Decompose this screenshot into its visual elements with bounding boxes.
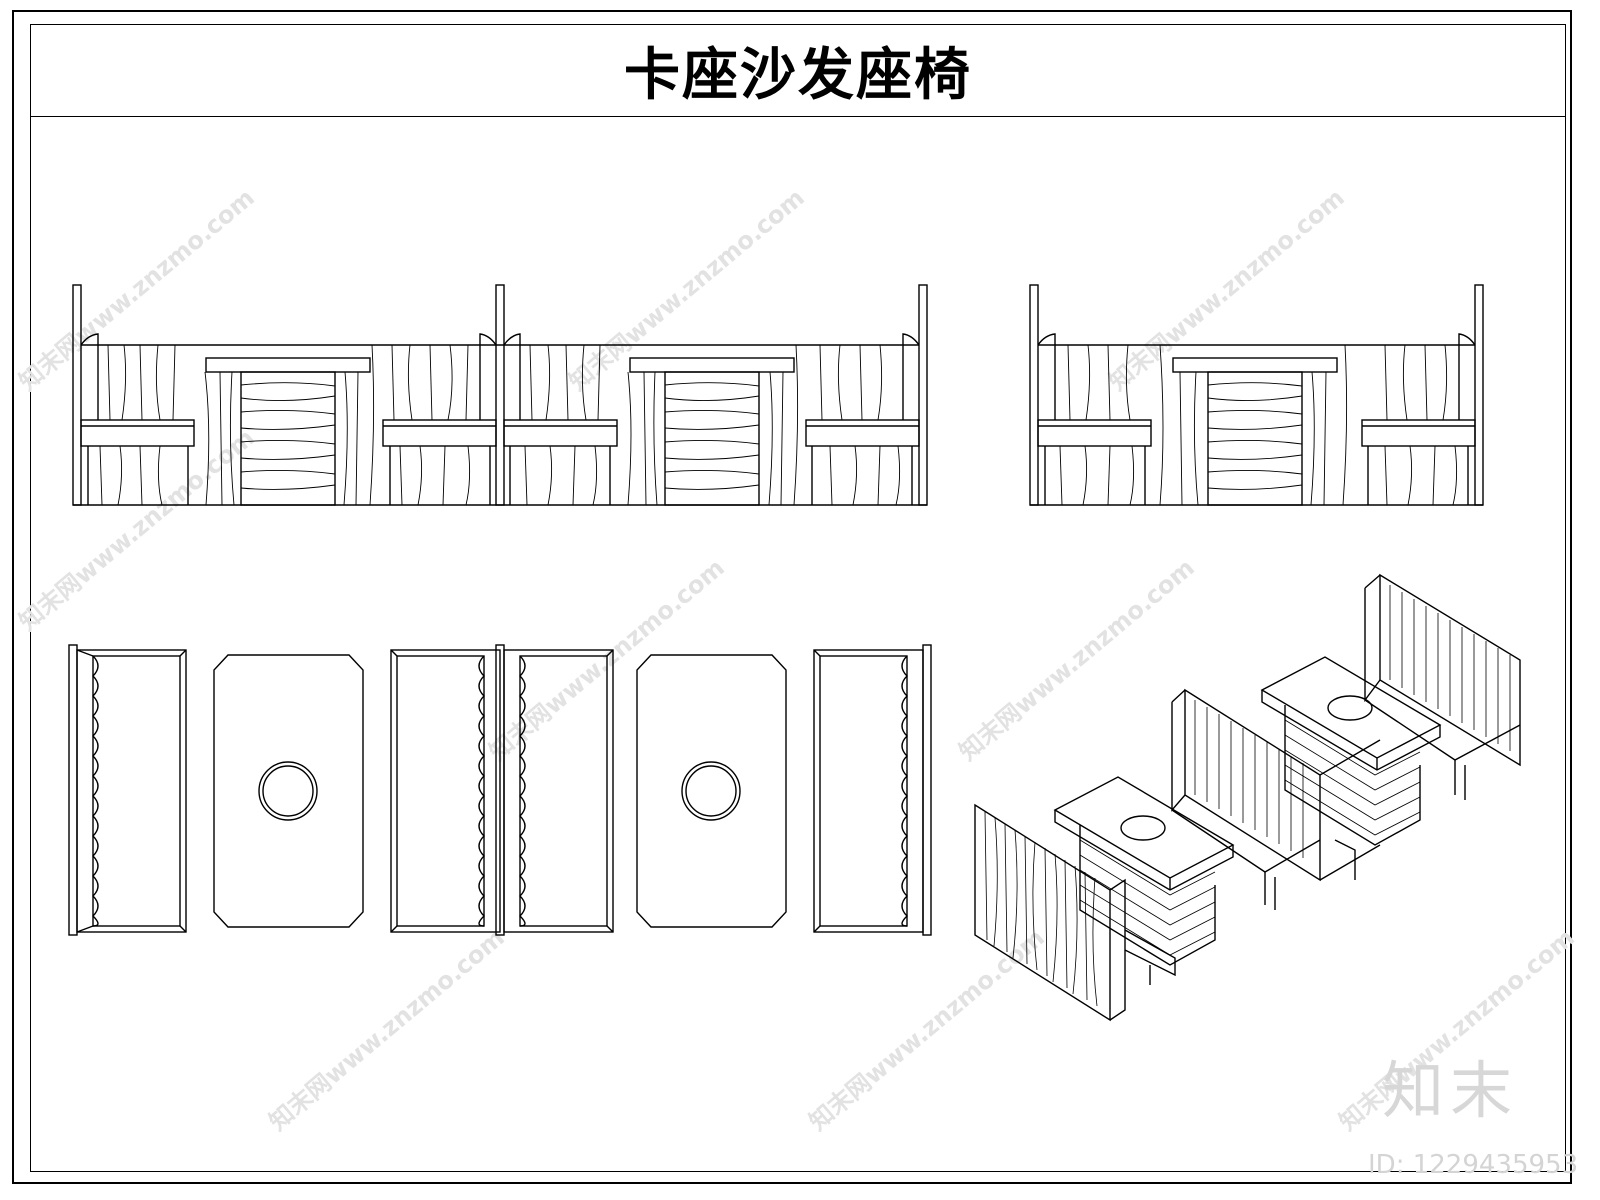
elevation-post <box>1029 284 1039 506</box>
plan-table <box>213 654 364 928</box>
plan-cushion-scallops <box>901 655 908 927</box>
back-cushion <box>1037 333 1056 420</box>
front-elevation-single-booth <box>1029 284 1484 506</box>
back-cushion <box>80 333 99 420</box>
plan-divider <box>922 644 932 936</box>
hotpot-hole <box>258 761 318 821</box>
top-plan-double-booth <box>68 644 932 936</box>
table-top <box>629 357 795 373</box>
back-cushion <box>1458 333 1476 420</box>
elevation-post <box>918 284 928 506</box>
watermark-logo: 知末 <box>1382 1054 1519 1127</box>
plan-cushion-scallops <box>92 655 99 927</box>
plan-bench <box>503 649 614 933</box>
plan-bench <box>390 649 501 933</box>
iso-hotpot-hole <box>1120 815 1166 841</box>
seat-cushion <box>80 419 195 447</box>
plan-table <box>636 654 787 928</box>
seat-cushion <box>503 419 618 447</box>
table-top <box>1172 357 1338 373</box>
back-cushion <box>479 333 497 420</box>
seat-cushion <box>1361 419 1476 447</box>
plan-cushion-scallops <box>519 655 526 927</box>
seat-cushion <box>382 419 497 447</box>
seat-cushion <box>1037 419 1152 447</box>
front-elevation-double-booth <box>72 284 928 506</box>
back-cushion <box>503 333 521 420</box>
iso-table-top <box>1053 776 1235 879</box>
isometric-view-booths <box>974 573 1521 1022</box>
table-top <box>205 357 371 373</box>
iso-table-top <box>1260 656 1442 759</box>
back-cushion <box>902 333 920 420</box>
hotpot-hole <box>681 761 741 821</box>
elevation-post <box>1474 284 1484 506</box>
table-pedestal <box>1207 371 1303 506</box>
elevation-post <box>495 284 505 506</box>
drawing-title: 卡座沙发座椅 <box>624 42 972 108</box>
elevation-post <box>72 284 82 506</box>
plan-cushion-scallops <box>478 655 485 927</box>
iso-hotpot-hole <box>1327 695 1373 721</box>
plan-bench <box>76 649 187 933</box>
table-pedestal <box>664 371 760 506</box>
title-block: 卡座沙发座椅 <box>30 24 1566 117</box>
iso-back-panel <box>974 803 1111 1022</box>
iso-back-panel <box>1379 573 1521 767</box>
table-pedestal <box>240 371 336 506</box>
watermark-id: ID: 1229435953 <box>1368 1150 1579 1180</box>
seat-cushion <box>805 419 920 447</box>
plan-divider <box>68 644 78 936</box>
drawing-outer-border <box>12 10 1572 1184</box>
drawing-inner-border <box>30 24 1566 1172</box>
